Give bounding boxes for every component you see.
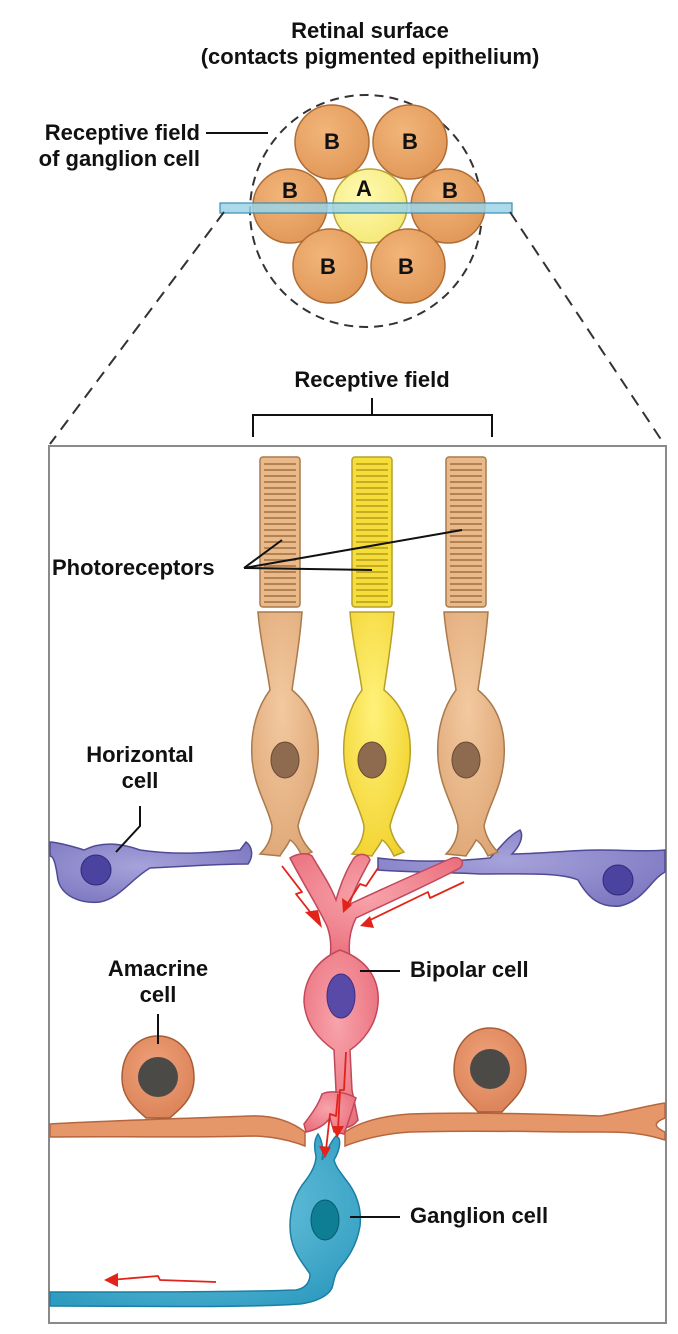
disc-label-b: B	[402, 129, 418, 154]
receptive-field-label: Receptive field	[294, 367, 450, 392]
photoreceptor-right	[436, 456, 506, 857]
projection-lines	[49, 211, 665, 445]
horizontal-nucleus	[602, 864, 634, 896]
signal-arrowheads	[104, 898, 374, 1287]
surround-disc	[370, 228, 446, 304]
signal-arrow-icon	[281, 865, 319, 923]
horizontal-cell	[377, 829, 666, 907]
horizontal-cell-line1: Horizontal	[86, 742, 194, 767]
arrowhead-icon	[342, 898, 352, 913]
signal-arrow-icon	[325, 1093, 339, 1151]
surround-disc	[372, 104, 448, 180]
receptive-field-bracket	[252, 398, 493, 437]
receptive-field-of-ganglion-cell-label: Receptive field of ganglion cell	[0, 120, 200, 173]
cell-body	[436, 611, 506, 857]
photoreceptors-label: Photoreceptors	[52, 555, 215, 580]
horizontal-cell-line2: cell	[121, 768, 159, 794]
signal-arrow-icon	[365, 881, 465, 923]
receptive-field-gc-line2: of ganglion cell	[38, 146, 200, 172]
cell-body	[342, 611, 412, 857]
ganglion-cell	[49, 1132, 362, 1308]
surround-disc	[294, 104, 370, 180]
arrowhead-icon	[104, 1273, 118, 1287]
receptive-field-gc-line1: Receptive field	[44, 120, 200, 145]
amacrine-nucleus	[138, 1057, 178, 1097]
nucleus	[451, 741, 481, 779]
disc-label-b: B	[442, 178, 458, 203]
amacrine-process	[49, 1115, 306, 1148]
horizontal-cell-layer	[49, 829, 666, 907]
amacrine-cell-label: Amacrine cell	[78, 956, 238, 1009]
nucleus	[270, 741, 300, 779]
disc-label-b: B	[320, 254, 336, 279]
bipolar-cell-label: Bipolar cell	[410, 957, 529, 982]
retinal-surface-label: Retinal surface (contacts pigmented epit…	[120, 18, 620, 71]
amacrine-layer	[49, 1027, 666, 1148]
cell-body	[250, 611, 320, 857]
horizontal-cell-label: Horizontal cell	[60, 742, 220, 795]
arrowhead-icon	[360, 916, 374, 928]
bipolar-cell	[289, 853, 464, 1135]
disc-stack	[450, 463, 482, 603]
ganglion-nucleus	[310, 1199, 340, 1241]
disc-label-b: B	[282, 178, 298, 203]
ganglion-cell-label: Ganglion cell	[410, 1203, 549, 1228]
retinal-surface-line1: Retinal surface	[291, 18, 449, 43]
arrowhead-icon	[305, 910, 322, 928]
amacrine-nucleus	[470, 1049, 510, 1089]
amacrine-cell-line2: cell	[139, 982, 177, 1008]
horizontal-nucleus	[80, 854, 112, 886]
signal-arrow-icon	[345, 867, 379, 907]
disc-label-b: B	[398, 254, 414, 279]
disc-label-b: B	[324, 129, 340, 154]
bipolar-axon-terminal	[303, 1091, 357, 1135]
nucleus	[357, 741, 387, 779]
bipolar-nucleus	[326, 973, 356, 1019]
ganglion-body	[49, 1132, 362, 1308]
section-plane-bar	[219, 202, 513, 214]
receptive-field-disc-array: B B B A B B B	[219, 94, 513, 328]
signal-arrow-icon	[109, 1275, 217, 1283]
leader-lines	[115, 529, 463, 1218]
amacrine-cell-line1: Amacrine	[107, 956, 209, 981]
amacrine-process	[344, 1102, 666, 1148]
surround-disc	[292, 228, 368, 304]
signal-arrow-icon	[337, 1051, 347, 1131]
signal-arrows	[109, 865, 465, 1283]
arrowhead-icon	[332, 1126, 344, 1138]
disc-stack	[264, 463, 296, 603]
retinal-surface-line2: (contacts pigmented epithelium)	[200, 44, 540, 70]
arrowhead-icon	[319, 1146, 331, 1158]
disc-label-a: A	[356, 176, 372, 201]
